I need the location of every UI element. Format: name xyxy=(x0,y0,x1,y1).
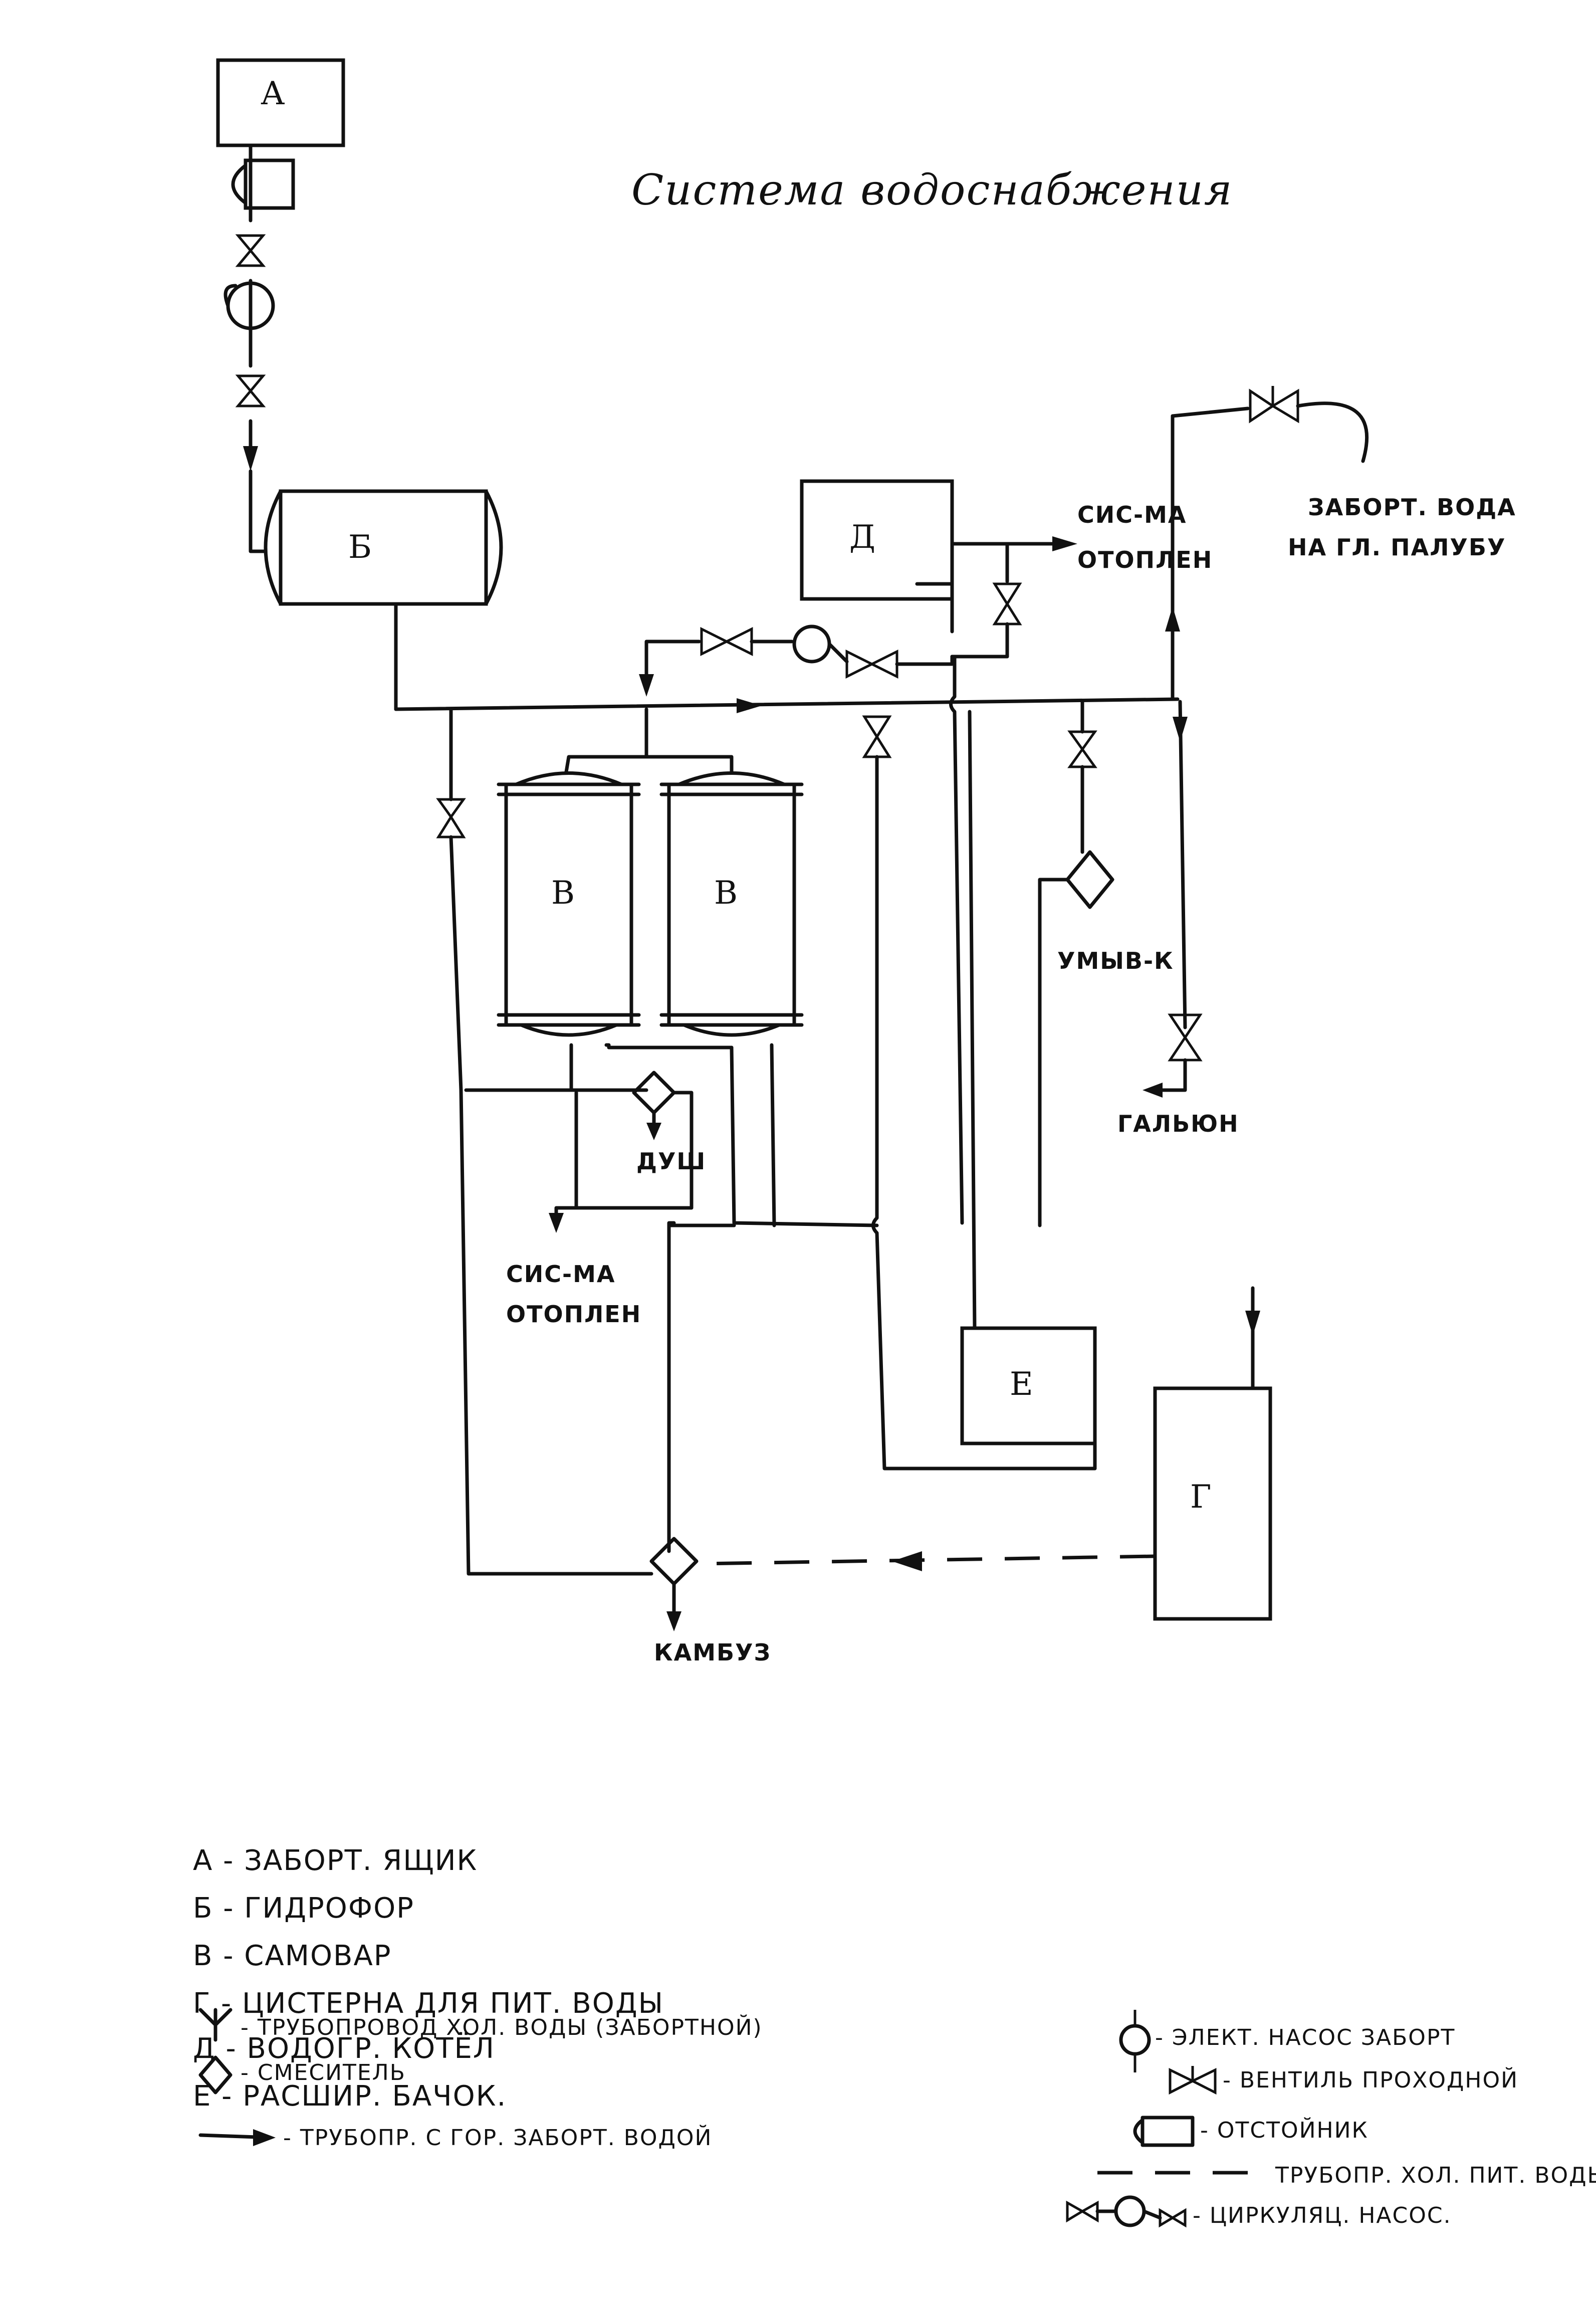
diagram-title: Система водоснабжения xyxy=(631,165,1233,215)
block-e-box xyxy=(960,1326,1097,1445)
valve-icon xyxy=(235,234,266,267)
label-washbasin: УМЫВ-К xyxy=(1057,947,1174,974)
legend-item-hot-pipe: - ТРУБОПР. С ГОР. ЗАБОРТ. ВОДОЙ xyxy=(283,2125,713,2151)
valve-icon xyxy=(700,626,753,657)
block-b-tank xyxy=(279,489,488,606)
legend-item-b: Б - ГИДРОФОР xyxy=(193,1892,414,1925)
block-d-label: Д xyxy=(849,519,877,556)
valve-icon xyxy=(845,649,898,679)
label-sys-heat-top-2: ОТОПЛЕН xyxy=(1077,546,1213,573)
block-v1-label: В xyxy=(551,875,576,912)
legend-item-g: Г - ЦИСТЕРНА ДЛЯ ПИТ. ВОДЫ xyxy=(193,1987,664,2020)
block-d-box xyxy=(800,479,954,601)
block-g-label: Г xyxy=(1190,1479,1213,1516)
settler-icon xyxy=(1133,2116,1195,2147)
label-seawater-1: ЗАБОРТ. ВОДА xyxy=(1308,494,1516,521)
valve-icon xyxy=(992,582,1022,625)
legend-item-potable-pipe: ТРУБОПР. ХОЛ. ПИТ. ВОДЫ xyxy=(1275,2163,1596,2188)
label-shower: ДУШ xyxy=(636,1148,707,1175)
legend-item-valve: - ВЕНТИЛЬ ПРОХОДНОЙ xyxy=(1223,2067,1519,2093)
legend-item-mixer: - СМЕСИТЕЛЬ xyxy=(241,2060,406,2085)
circulation-pump-icon xyxy=(1066,2195,1187,2228)
pump-icon xyxy=(792,624,831,664)
legend-item-circ-pump: - ЦИРКУЛЯЦ. НАСОС. xyxy=(1193,2203,1452,2228)
block-e-label: Е xyxy=(1010,1366,1034,1403)
label-toilet: ГАЛЬЮН xyxy=(1117,1110,1239,1137)
block-b-label: Б xyxy=(348,529,373,566)
legend-item-settler: - ОТСТОЙНИК xyxy=(1200,2118,1369,2143)
mixer-icon xyxy=(1065,850,1114,909)
legend-item-v: В - САМОВАР xyxy=(193,1940,392,1972)
pump-icon xyxy=(1119,2010,1151,2072)
legend-item-d: Д - ВОДОГР. КОТЁЛ xyxy=(193,2032,495,2065)
legend-item-e: Е - РАСШИР. БАЧОК. xyxy=(193,2080,507,2113)
valve-icon xyxy=(235,374,266,407)
valve-icon xyxy=(1067,730,1097,768)
label-sys-heat-bottom-2: ОТОПЛЕН xyxy=(506,1301,642,1328)
mixer-icon xyxy=(649,1537,699,1586)
block-a-label: А xyxy=(261,75,286,112)
label-sys-heat-bottom-1: СИС-МА xyxy=(506,1261,616,1288)
valve-icon xyxy=(436,798,466,839)
mixer-icon xyxy=(198,2055,233,2095)
label-sys-heat-top-1: СИС-МА xyxy=(1077,501,1187,528)
block-a-box xyxy=(216,58,345,147)
valve-icon xyxy=(1249,386,1299,424)
mixer-icon xyxy=(632,1071,676,1115)
legend-item-pump: - ЭЛЕКТ. НАСОС ЗАБОРТ xyxy=(1155,2025,1456,2050)
legend-pipe-symbol xyxy=(198,2008,233,2042)
settler-cap xyxy=(231,163,248,205)
valve-icon xyxy=(862,715,892,758)
legend-item-cold-pipe: - ТРУБОПРОВОД ХОЛ. ВОДЫ (ЗАБОРТНОЙ) xyxy=(241,2015,763,2040)
label-galley: КАМБУЗ xyxy=(654,1639,772,1666)
valve-icon xyxy=(1169,2066,1217,2095)
block-g-box xyxy=(1153,1386,1272,1621)
block-v2-label: В xyxy=(714,875,739,912)
settler-box xyxy=(244,158,295,210)
label-seawater-2: НА ГЛ. ПАЛУБУ xyxy=(1288,534,1506,561)
arrow-icon xyxy=(198,2129,276,2146)
legend-item-a: А - ЗАБОРТ. ЯЩИК xyxy=(193,1844,478,1877)
